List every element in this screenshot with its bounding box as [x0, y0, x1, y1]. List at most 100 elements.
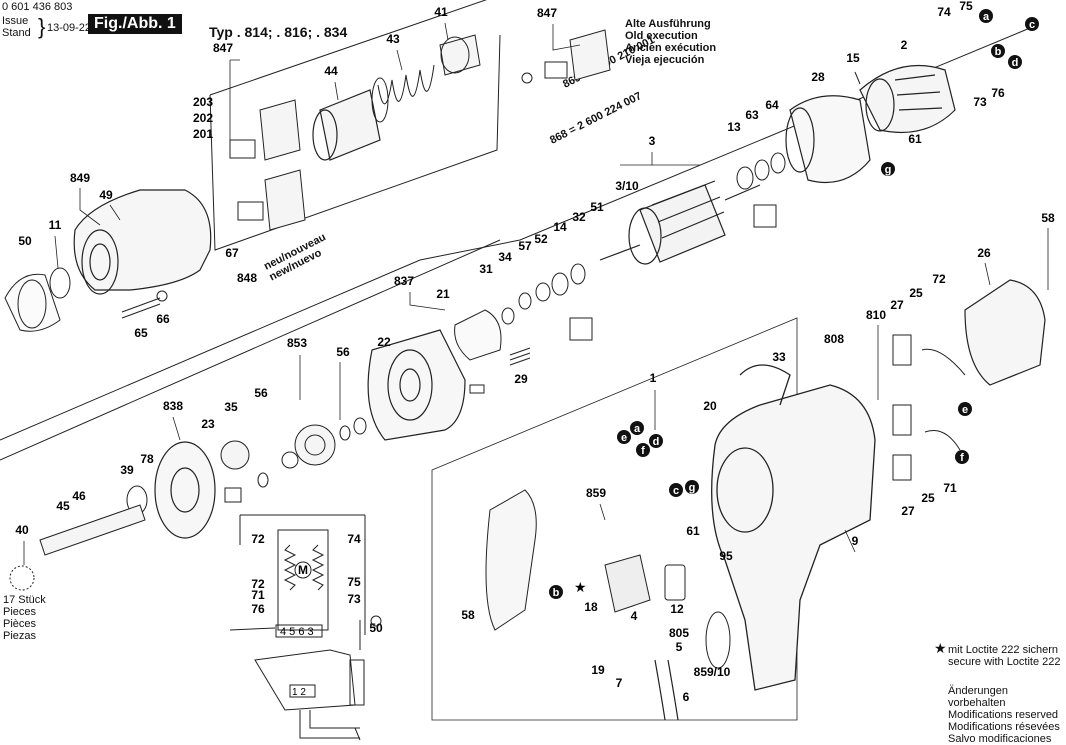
part-number-label: 18	[584, 600, 598, 614]
callout-circle	[685, 480, 699, 494]
part-number-label: 25	[909, 286, 923, 300]
part-number-label: 22	[377, 335, 391, 349]
plate	[454, 309, 502, 361]
switch-terminals: 1 2	[292, 687, 306, 698]
part-number-label: 33	[772, 350, 786, 364]
part-number-label: 61	[908, 132, 922, 146]
part-number-label: 9	[852, 534, 859, 548]
callout-letter: a	[634, 423, 641, 435]
screw	[854, 71, 861, 85]
wire-callout: b	[991, 44, 1005, 58]
changes-line: Änderungen vorbehalten	[948, 685, 1008, 709]
part-number-label: 72	[251, 532, 265, 546]
part-number-label: 3/10	[615, 179, 639, 193]
wiring-schematic	[229, 529, 365, 739]
part-number-label: 203	[193, 95, 213, 109]
part-number-label: 12	[670, 602, 684, 616]
part-number-label: 808	[824, 332, 844, 346]
wire-callout: c	[669, 483, 683, 497]
part-number-label: 64	[765, 98, 779, 112]
part-number-label: 46	[72, 489, 86, 503]
callout-letter: c	[673, 485, 679, 497]
gear-plate	[154, 441, 216, 539]
callout-circle	[991, 44, 1005, 58]
changes-line: Salvo modificaciones	[948, 733, 1052, 745]
callout-letter: a	[983, 11, 990, 23]
wire-callout: b	[549, 585, 563, 599]
callout-letter: d	[1012, 57, 1019, 69]
wire-callout: e	[958, 402, 972, 416]
clutch-bolt	[439, 34, 481, 76]
callout-circle	[630, 421, 644, 435]
screw	[121, 297, 161, 319]
brush-wire	[924, 430, 961, 451]
part-number-label: 72	[251, 577, 265, 591]
part-number-label: 78	[140, 452, 154, 466]
part-number-label: 63	[745, 108, 759, 122]
part-number-label: 66	[156, 312, 170, 326]
wire-callout: a	[630, 421, 644, 435]
gear	[294, 424, 336, 466]
part-number-label: 810	[866, 308, 886, 322]
callout-letter: g	[689, 482, 696, 494]
pinion	[281, 451, 299, 469]
part-number-label: 19	[591, 663, 605, 677]
panel-divider-line	[0, 27, 1031, 441]
brush-holder	[892, 404, 912, 436]
part-number-label: 65	[134, 326, 148, 340]
brace: }	[38, 14, 46, 39]
callout-circle	[636, 443, 650, 457]
part-number-label: 56	[254, 386, 268, 400]
part-number-label: 76	[251, 602, 265, 616]
wire-callout: a	[979, 9, 993, 23]
part-number-label: 75	[959, 0, 973, 13]
pin	[469, 384, 485, 394]
armature	[599, 180, 761, 265]
part-number-label: 41	[434, 5, 448, 19]
pieces-line: Pieces	[3, 606, 37, 618]
cable	[654, 659, 679, 721]
wire-callout: d	[649, 434, 663, 448]
callout-circle	[979, 9, 993, 23]
part-number-label: 3	[649, 134, 656, 148]
anvil-old-exec	[521, 29, 611, 84]
part-number-label: 838	[163, 399, 183, 413]
part-number-label: 201	[193, 127, 213, 141]
pieces-line: Piezas	[3, 630, 37, 642]
part-number-label: 20	[703, 399, 717, 413]
leader-lines	[23, 22, 1049, 565]
anvil-new	[237, 169, 306, 231]
changes-note: Änderungen vorbehalten Modifications res…	[948, 685, 1066, 745]
ball-ring	[9, 565, 35, 591]
callout-circle	[955, 450, 969, 464]
type-line: Typ . 814; . 816; . 834	[209, 24, 348, 40]
wire-callout: c	[1025, 17, 1039, 31]
handle-shell	[485, 489, 537, 631]
bearings	[501, 152, 786, 325]
pieces-line: Pièces	[3, 618, 37, 630]
bushing	[224, 487, 242, 503]
stand-label: Stand	[2, 27, 31, 39]
part-number-label: 95	[719, 549, 733, 563]
callout-letter: f	[960, 452, 964, 464]
part-number-label: 31	[479, 262, 493, 276]
part-number-label: 71	[943, 481, 957, 495]
panel-housing-area	[431, 317, 798, 721]
wire-callout: e	[617, 430, 631, 444]
loctite-symbol-box	[753, 204, 777, 228]
callout-circle	[649, 434, 663, 448]
part-number-label: 49	[99, 188, 113, 202]
callout-letter: d	[653, 436, 660, 448]
part-number-label: 56	[336, 345, 350, 359]
part-number-label: 4	[631, 609, 638, 623]
old-execution-line: Old execution	[625, 30, 698, 42]
part-number-label: 849	[70, 171, 90, 185]
part-number-label: 859	[586, 486, 606, 500]
figure-label: Fig./Abb. 1	[88, 14, 182, 34]
panel-divider-lower	[0, 239, 501, 461]
ground-icon	[370, 615, 382, 627]
part-number-label: 75	[347, 575, 361, 589]
spindle	[39, 504, 146, 556]
callout-letter: g	[885, 164, 892, 176]
